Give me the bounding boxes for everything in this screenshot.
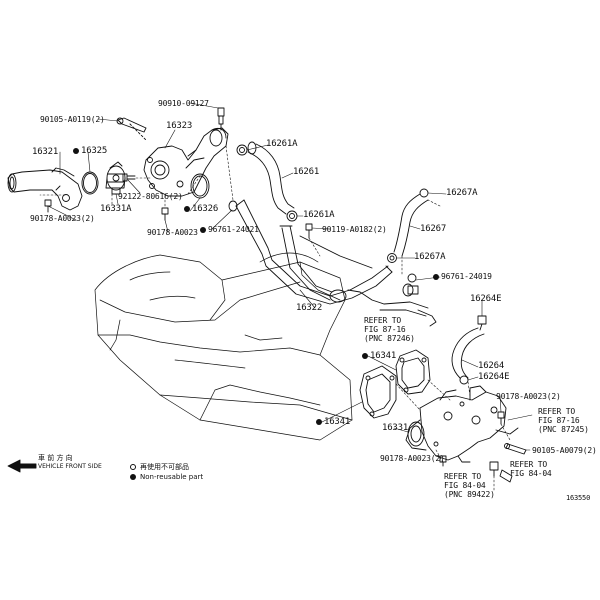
callout-90178-right[interactable]: 90178-A0023(2): [496, 392, 561, 401]
callout-16261[interactable]: 16261: [293, 167, 320, 177]
refer-line: FIG 84-04: [510, 469, 552, 478]
refer-line: REFER TO: [444, 472, 481, 481]
vehicle-front-arrow: [7, 459, 37, 473]
leader-lines-upper: [39, 145, 234, 209]
clamp-16264e-top: [477, 315, 487, 331]
sensor-fig-84-04: [489, 461, 513, 483]
callout-16267a-top[interactable]: 16267A: [446, 188, 478, 198]
engine-block-outline: [94, 252, 353, 441]
refer-line: (PNC 89422): [444, 490, 495, 499]
clamp-16264e-mid: [459, 375, 469, 385]
callout-16264[interactable]: 16264: [478, 361, 505, 371]
gasket-16326: [190, 173, 210, 199]
leader-lines-lower: [395, 199, 511, 491]
callout-16326[interactable]: 16326: [184, 205, 218, 214]
callout-16325-text: 16325: [81, 146, 108, 156]
callout-16261a-top[interactable]: 16261A: [266, 139, 298, 149]
refer-fig-84-04-a[interactable]: REFER TO FIG 84-04: [510, 460, 552, 478]
o-ring-96761-24019: [402, 273, 417, 297]
bolt-90105-upper: [116, 117, 147, 141]
non-reusable-dot: [316, 418, 322, 425]
callout-90178-left[interactable]: 90178-A0023(2): [30, 214, 95, 223]
bolt-90105-lower: [504, 443, 527, 455]
gasket-16341-rear: [395, 349, 431, 395]
water-pipe-16322: [235, 199, 429, 317]
refer-line: FIG 87-16: [538, 416, 580, 425]
legend-nonreusable: Non-reusable part: [140, 473, 204, 481]
callout-92122[interactable]: 92122-80616(2): [118, 192, 183, 201]
dot-icon: [130, 474, 136, 480]
callout-16267a-mid[interactable]: 16267A: [414, 252, 446, 262]
callout-96761-24021[interactable]: 96761-24021: [200, 225, 259, 234]
callout-90119[interactable]: 90119-A0182(2): [322, 225, 387, 234]
callout-16341-rear-text: 16341: [370, 351, 397, 361]
callout-16323[interactable]: 16323: [166, 121, 193, 131]
legend-reusable-row: 再使用不可部品: [130, 462, 189, 472]
legend-nonreusable-row: Non-reusable part: [130, 473, 203, 481]
refer-line: REFER TO: [538, 407, 575, 416]
refer-line: (PNC 87246): [364, 334, 415, 343]
label-leaders: [47, 102, 533, 459]
clamp-16267a-mid: [387, 253, 397, 263]
callout-96761-24019[interactable]: 96761-24019: [433, 272, 492, 281]
water-outlet-16323: [143, 127, 229, 197]
hose-16264: [451, 327, 485, 379]
callout-90910[interactable]: 90910-09127: [158, 99, 209, 108]
clamp-16261a-mid: [286, 210, 298, 222]
o-ring-96761-24021: [228, 200, 238, 212]
clamp-16261a-top: [236, 144, 248, 156]
callout-16331[interactable]: 16331: [382, 423, 409, 433]
callout-90178-center[interactable]: 90178-A0023: [147, 228, 198, 237]
non-reusable-dot: [433, 273, 439, 280]
water-housing-16331: [405, 385, 519, 463]
callout-96761-24021-text: 96761-24021: [208, 225, 259, 234]
hose-16267: [393, 188, 429, 257]
callout-16321[interactable]: 16321: [32, 147, 59, 157]
callout-16325[interactable]: 16325: [73, 147, 107, 156]
non-reusable-dot: [184, 205, 190, 212]
thermostat-16331a: [105, 161, 126, 195]
refer-line: REFER TO: [364, 316, 401, 325]
refer-line: FIG 87-16: [364, 325, 406, 334]
hose-end-refer: [417, 309, 437, 327]
non-reusable-dot: [200, 226, 206, 233]
refer-line: (PNC 87245): [538, 425, 589, 434]
callout-16264e-top[interactable]: 16264E: [470, 294, 502, 304]
refer-fig-84-04-b[interactable]: REFER TO FIG 84-04 (PNC 89422): [444, 472, 495, 499]
callout-16341-rear[interactable]: 16341: [362, 352, 396, 361]
refer-fig-87-16-b[interactable]: REFER TO FIG 87-16 (PNC 87245): [538, 407, 589, 434]
gasket-16325: [81, 171, 99, 195]
non-reusable-dot: [73, 147, 79, 154]
callout-16261a-mid[interactable]: 16261A: [303, 210, 335, 220]
direction-label-cn: 車 前 方 向: [38, 454, 73, 462]
direction-label-en: VEHICLE FRONT SIDE: [38, 463, 102, 470]
refer-line: FIG 84-04: [444, 481, 486, 490]
callout-16331a[interactable]: 16331A: [100, 204, 132, 214]
callout-90178-lower-left[interactable]: 90178-A0023(2): [380, 454, 445, 463]
callout-16267[interactable]: 16267: [420, 224, 447, 234]
callout-16322[interactable]: 16322: [296, 303, 323, 313]
bolt-90178-right: [497, 411, 505, 425]
figure-id: 163550: [566, 494, 591, 502]
callout-90105-lower[interactable]: 90105-A0079(2): [532, 446, 597, 455]
bolt-92122: [122, 173, 136, 182]
bolt-90119: [305, 223, 321, 257]
refer-line: REFER TO: [510, 460, 547, 469]
callout-16326-text: 16326: [192, 204, 219, 214]
refer-fig-87-16-a[interactable]: REFER TO FIG 87-16 (PNC 87246): [364, 316, 415, 343]
ring-icon: [130, 464, 136, 470]
callout-96761-24019-text: 96761-24019: [441, 272, 492, 281]
callout-16341-front[interactable]: 16341: [316, 418, 350, 427]
plug-90910: [217, 107, 225, 131]
bolt-90178-center: [161, 207, 169, 221]
gasket-16341-front: [359, 365, 397, 419]
callout-90105-upper[interactable]: 90105-A0119(2): [40, 115, 105, 124]
legend-reusable-cn: 再使用不可部品: [140, 463, 189, 471]
non-reusable-dot: [362, 352, 368, 359]
hose-16261: [247, 141, 295, 215]
callout-16341-front-text: 16341: [324, 417, 351, 427]
callout-16264e-mid[interactable]: 16264E: [478, 372, 510, 382]
